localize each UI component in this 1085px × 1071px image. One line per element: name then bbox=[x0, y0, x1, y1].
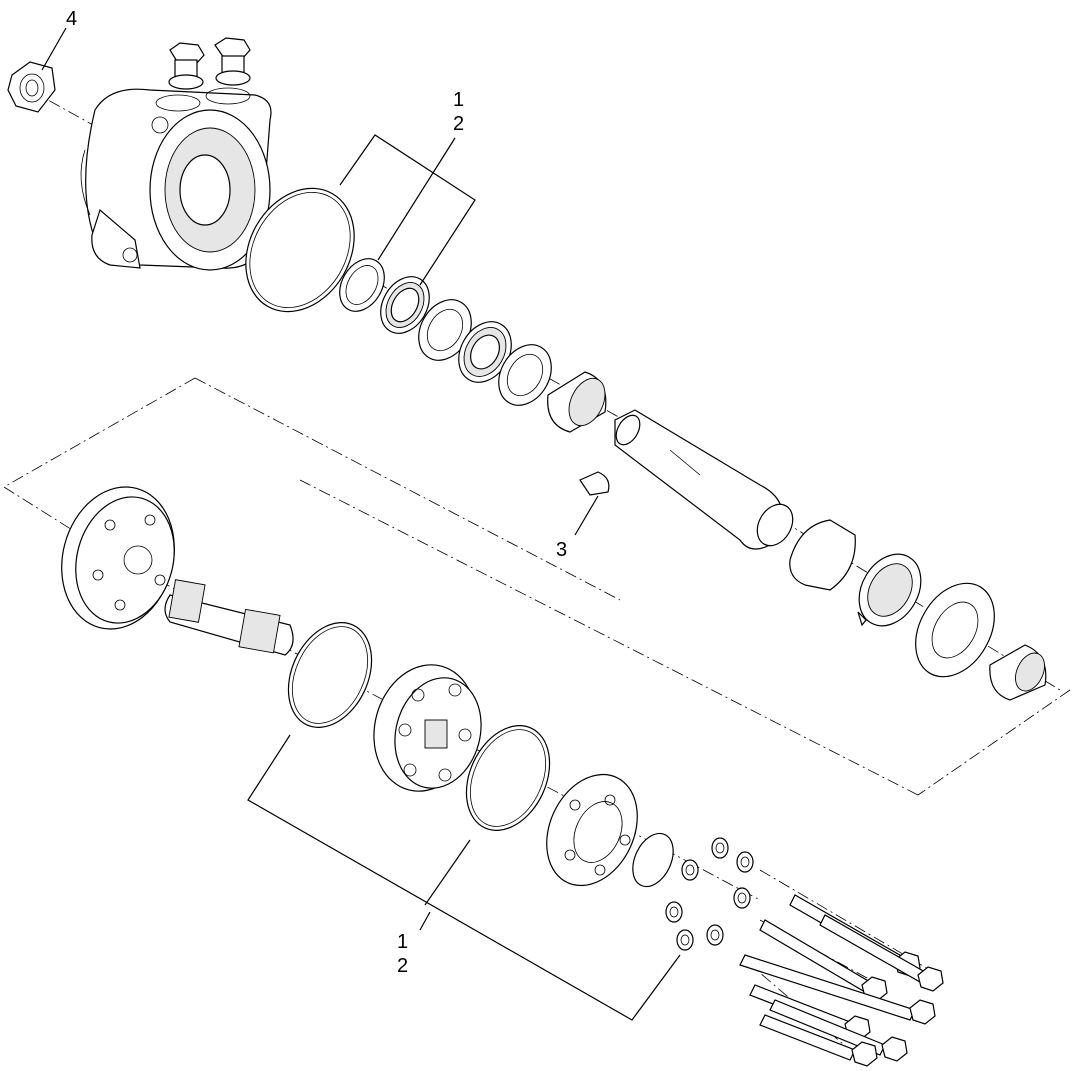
shaft-key bbox=[579, 471, 610, 496]
bolt bbox=[819, 914, 944, 992]
hex-nut bbox=[7, 61, 56, 113]
washer bbox=[706, 924, 724, 946]
gerotor-set bbox=[373, 664, 482, 792]
end-plate bbox=[61, 486, 175, 630]
washer bbox=[681, 859, 699, 881]
seal-ring bbox=[380, 276, 430, 334]
bolt bbox=[769, 999, 908, 1062]
washers bbox=[665, 837, 754, 951]
washer bbox=[711, 837, 729, 859]
bolts bbox=[739, 894, 944, 1067]
port-plugs bbox=[155, 37, 251, 112]
callout-4: 4 bbox=[66, 8, 77, 30]
upper-o-ring bbox=[245, 187, 355, 313]
washer bbox=[665, 901, 683, 923]
callout-1-bottom: 1 bbox=[397, 931, 408, 953]
callout-1-top: 1 bbox=[453, 89, 464, 111]
callout-3: 3 bbox=[556, 539, 567, 561]
drive-shaft bbox=[614, 409, 794, 550]
drive-link-spline bbox=[164, 579, 294, 656]
dust-seal-ring bbox=[789, 519, 856, 591]
bearing-retainer bbox=[915, 582, 995, 678]
lower-o-ring-2 bbox=[465, 725, 551, 831]
callout-2-top: 2 bbox=[453, 113, 464, 135]
port-plug-left bbox=[155, 42, 205, 112]
washer bbox=[736, 851, 754, 873]
end-cap bbox=[546, 773, 638, 887]
washer bbox=[733, 887, 751, 909]
port-plug-right bbox=[205, 37, 251, 105]
washer bbox=[676, 929, 694, 951]
motor-housing bbox=[80, 88, 272, 271]
lower-o-ring-1 bbox=[287, 622, 373, 728]
leader-lines bbox=[41, 27, 681, 1021]
callout-2-bottom: 2 bbox=[397, 955, 408, 977]
bolt bbox=[759, 1014, 878, 1067]
needle-bearing-lower bbox=[989, 644, 1047, 701]
check-disc bbox=[632, 832, 674, 888]
bolt bbox=[739, 954, 936, 1025]
seal-ring-small bbox=[339, 258, 385, 312]
lip-seal bbox=[857, 553, 922, 627]
needle-bearing-upper bbox=[547, 371, 607, 433]
thrust-bearing bbox=[458, 321, 512, 383]
thrust-washer-2 bbox=[498, 344, 552, 406]
